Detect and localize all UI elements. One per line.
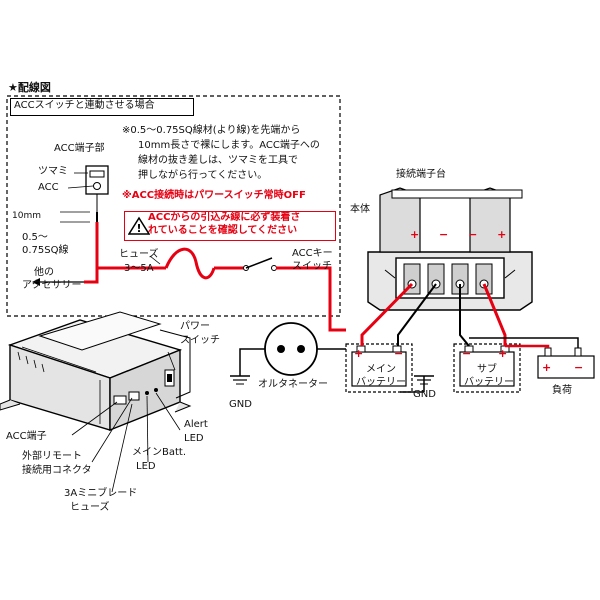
acc-terminal-part-label: ACC端子部 [54, 143, 105, 154]
sub-battery-plus: + [498, 347, 508, 360]
mini-fuse-label-1: 3Aミニブレード [64, 488, 138, 499]
power-switch-label-2: スイッチ [180, 335, 220, 346]
main-negative-wire [397, 283, 437, 346]
main-positive-wire [360, 282, 414, 346]
acc-section-title-box [10, 98, 194, 116]
note-line-3: 線材の抜き差しは、ツマミを工具で [138, 155, 298, 166]
warning-line-2: れていることを確認してください [148, 225, 298, 236]
sub-battery-minus: − [462, 347, 472, 360]
note-line-4: 押しながら行ってください。 [138, 170, 268, 181]
device-unit [0, 311, 192, 493]
power-switch-label-1: パワー [180, 321, 210, 332]
other-accessory-label-1: 他の [34, 267, 54, 278]
acc-key-label-2: スイッチ [292, 261, 332, 272]
terminal-polarity: + − − + [410, 228, 515, 241]
load-box [537, 347, 595, 379]
load-label: 負荷 [552, 385, 572, 396]
page-heading: ★配線図 [8, 81, 51, 94]
remote-connector-label-1: 外部リモート [22, 451, 82, 462]
warning-box: ! [124, 211, 336, 241]
fuse-wire [164, 247, 216, 280]
alternator-label: オルタネーター [258, 379, 328, 390]
other-accessory-label-2: アクセサリー [22, 280, 82, 291]
main-battery-minus: − [394, 347, 404, 360]
main-batt-led-label-2: LED [136, 461, 156, 472]
main-battery-label-1: メイン [366, 364, 396, 375]
terminal-board [367, 187, 533, 311]
load-minus: − [574, 361, 584, 374]
fuse-label-2: 3～5A [124, 263, 154, 274]
gnd-left-label: GND [229, 399, 252, 410]
mini-fuse-label-2: ヒューズ [70, 502, 110, 513]
sub-to-load-positive [505, 344, 550, 348]
remote-connector-label-2: 接続用コネクタ [22, 465, 92, 476]
gnd-right-label: GND [413, 389, 436, 400]
wire-spec-line-2: 0.75SQ線 [22, 245, 69, 256]
fuse-label-1: ヒューズ [119, 249, 159, 260]
main-batt-led-label-1: メインBatt. [132, 447, 187, 458]
main-battery [345, 343, 434, 393]
alert-led-label-2: LED [184, 433, 204, 444]
load-plus: + [542, 361, 552, 374]
body-label: 本体 [350, 204, 370, 215]
acc-section-title: ACCスイッチと連動させる場合 [14, 100, 155, 111]
strip-length-marker [60, 211, 98, 223]
main-battery-plus: + [354, 347, 364, 360]
load-negative-wire [469, 337, 579, 348]
knob-label: ツマミ [38, 166, 68, 177]
sub-battery-label-2: バッテリー [464, 377, 514, 388]
sub-battery-label-1: サブ [477, 364, 497, 375]
sub-positive-wire [482, 283, 507, 346]
note-line-2: 10mm長さで裸にします。ACC端子への [138, 140, 320, 151]
main-battery-label-2: バッテリー [356, 377, 406, 388]
acc-terminal-device-label: ACC端子 [6, 431, 47, 442]
acc-section-frame [6, 95, 341, 317]
svg-text:!: ! [136, 222, 141, 235]
sub-negative-wire [459, 284, 470, 347]
acc-key-label-1: ACCキー [292, 248, 333, 259]
strip-length-label: 10mm [12, 211, 41, 221]
terminal-block-label: 接続端子台 [396, 169, 446, 180]
acc-label: ACC [38, 182, 59, 193]
alternator [230, 322, 318, 385]
wire-spec-line-1: 0.5～ [22, 232, 48, 243]
warning-icon: ! [128, 216, 150, 235]
warning-line-1: ACCからの引込み線に必ず装着さ [148, 212, 301, 223]
sub-battery [453, 343, 521, 393]
acc-terminal-block [67, 165, 109, 215]
alert-led-label-1: Alert [184, 419, 208, 430]
note-line-1: ※0.5～0.75SQ線材(より線)を先端から [122, 125, 301, 136]
acc-power-note: ※ACC接続時はパワースイッチ常時OFF [122, 190, 306, 201]
